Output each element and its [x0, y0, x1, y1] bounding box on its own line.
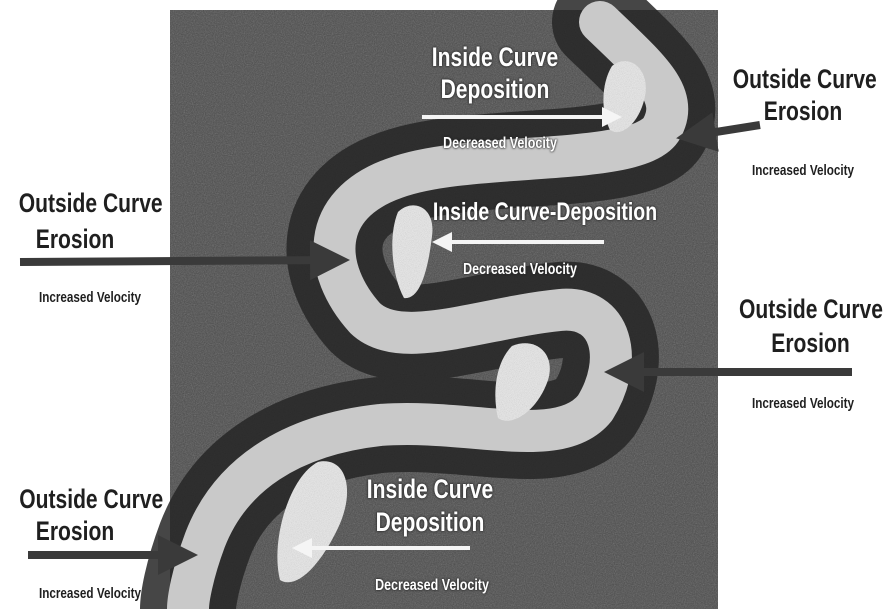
- inside-middle-title: Inside Curve-Deposition: [432, 200, 658, 225]
- outside-mid-right-title-line-2: Erosion: [746, 330, 875, 357]
- outside-mid-right-velocity: Increased Velocity: [733, 396, 873, 411]
- outside-top-right-velocity: Increased Velocity: [733, 163, 873, 178]
- inside-top-title-line-1: Inside Curve: [429, 44, 562, 71]
- outside-mid-right-title-line-1: Outside Curve: [739, 296, 874, 323]
- outside-top-right-title-line-1: Outside Curve: [733, 66, 873, 93]
- erosion-arrow-left: [20, 260, 342, 262]
- outside-left-title-line-1: Outside Curve: [19, 190, 152, 217]
- inside-top-velocity: Decreased Velocity: [422, 136, 578, 152]
- inside-bottom-velocity: Decreased Velocity: [354, 578, 510, 594]
- outside-bottom-left-title-line-1: Outside Curve: [19, 486, 156, 513]
- outside-bottom-left-title-line-2: Erosion: [17, 518, 134, 545]
- outside-left-title-line-2: Erosion: [17, 226, 134, 253]
- outside-top-right-title-line-2: Erosion: [733, 98, 873, 125]
- inside-top-title-line-2: Deposition: [429, 76, 562, 103]
- inside-bottom-title-line-1: Inside Curve: [364, 476, 497, 503]
- outside-left-velocity: Increased Velocity: [20, 290, 160, 305]
- outside-bottom-left-velocity: Increased Velocity: [20, 586, 160, 601]
- inside-bottom-title-line-2: Deposition: [364, 509, 497, 536]
- inside-middle-velocity: Decreased Velocity: [442, 262, 598, 278]
